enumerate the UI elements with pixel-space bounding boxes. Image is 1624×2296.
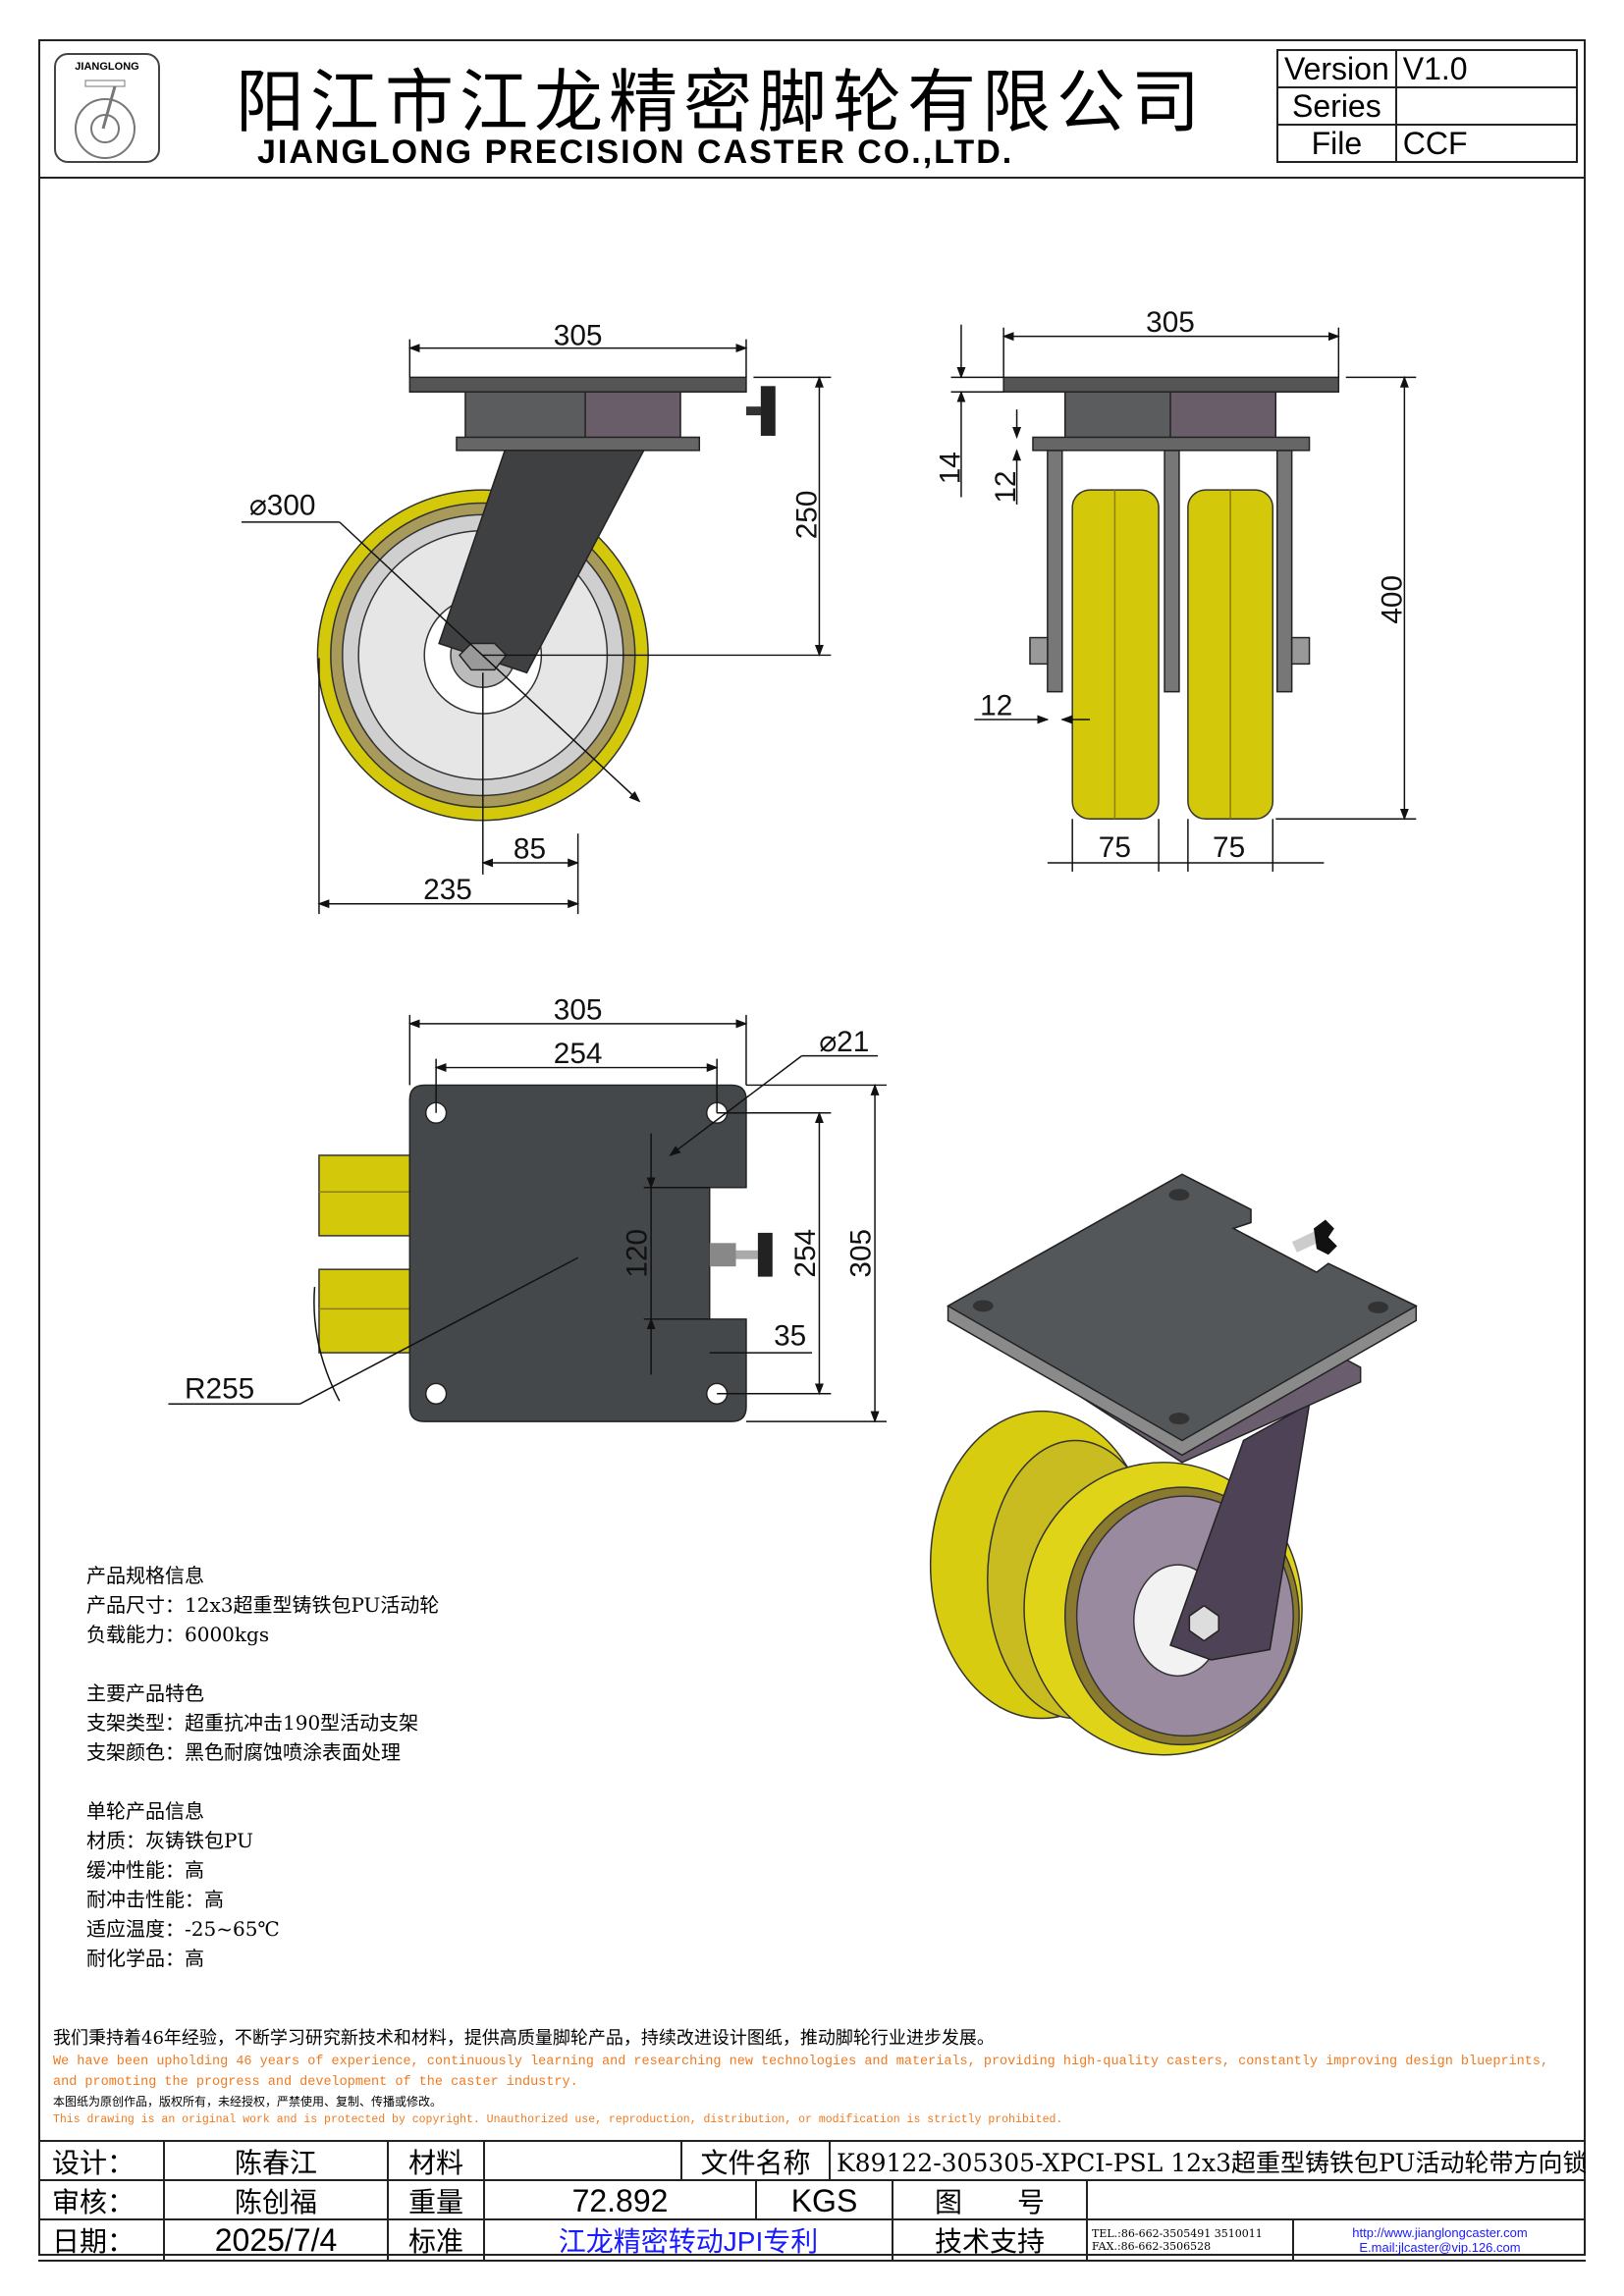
- dim-plate-thickness: 14: [934, 452, 966, 484]
- spec-section-title: 产品规格信息: [86, 1564, 204, 1587]
- fax: FAX.:86-662-3506528: [1092, 2240, 1212, 2253]
- series-label: Series: [1276, 86, 1397, 126]
- dim-side-width: 305: [1146, 306, 1195, 339]
- dim-total-height: 400: [1376, 575, 1408, 624]
- dim-plate-width: 305: [554, 993, 603, 1026]
- front-fork-leg: [438, 450, 645, 674]
- company-name-cn: 阳江市江龙精密脚轮有限公司: [236, 62, 1206, 142]
- dim-flange-thickness: 12: [990, 471, 1022, 504]
- weight-unit: KGS: [757, 2181, 893, 2220]
- spec-line: 缓冲性能：高: [86, 1858, 204, 1882]
- dim-swivel-offset: 85: [514, 833, 546, 866]
- copyright-en: This drawing is an original work and is …: [53, 2113, 1063, 2126]
- copyright-cn: 本图纸为原创作品，版权所有，未经授权，严禁使用、复制、传播或修改。: [53, 2095, 443, 2109]
- front-view: 305 ⌀300 250 85 235: [241, 320, 832, 915]
- website-link[interactable]: http://www.jianglongcaster.com: [1352, 2225, 1528, 2240]
- drawing-frame: [38, 39, 1586, 2256]
- drawing-no-value: [1088, 2181, 1586, 2220]
- axle-nut-icon: [1188, 1604, 1219, 1642]
- date-value: 2025/7/4: [165, 2220, 389, 2260]
- weight-value: 72.892: [485, 2181, 757, 2220]
- file-value: CCF: [1394, 124, 1578, 163]
- spec-section-title: 单轮产品信息: [86, 1799, 204, 1823]
- mission-statement: 我们秉持着46年经验，不断学习研究新技术和材料，提供高质量脚轮产品，持续改进设计…: [53, 2026, 1548, 2130]
- filename-label: 文件名称: [682, 2142, 831, 2181]
- spec-line: 材质：灰铸铁包PU: [86, 1829, 253, 1852]
- tel: TEL.:86-662-3505491 3510011: [1092, 2227, 1263, 2240]
- dim-swivel-radius-r: R255: [185, 1372, 254, 1405]
- designer-name: 陈春江: [165, 2142, 389, 2181]
- version-label: Version: [1276, 49, 1397, 88]
- standard-value: 江龙精密转动JPI专利: [485, 2220, 893, 2260]
- product-specs: 产品规格信息 产品尺寸：12x3超重型铸铁包PU活动轮 负载能力：6000kgs…: [86, 1561, 439, 1973]
- series-value: [1394, 86, 1578, 126]
- date-label: 日期：: [38, 2220, 165, 2260]
- dim-hole-span-h: 254: [554, 1038, 603, 1070]
- dim-plate-depth: 305: [845, 1229, 878, 1278]
- spec-line: 支架类型：超重抗冲击190型活动支架: [86, 1711, 419, 1735]
- dim-slot: 120: [622, 1229, 654, 1278]
- filename-value: K89122-305305-XPCI-PSL 12x3超重型铸铁包PU活动轮带方…: [837, 2149, 1586, 2177]
- spec-line: 负载能力：6000kgs: [86, 1623, 270, 1646]
- dim-hole-diameter: ⌀21: [819, 1026, 869, 1058]
- dim-front-height: 250: [790, 491, 823, 540]
- lock-knob-icon: [757, 1232, 773, 1277]
- title-row-design: 设计： 陈春江 材料 文件名称 K89122-305305-XPCI-PSL 1…: [38, 2140, 1586, 2181]
- support-label: 技术支持: [893, 2220, 1088, 2260]
- dim-swivel-radius: 235: [423, 874, 472, 906]
- top-view: 305 254 ⌀21 120 254 305 35 R255: [168, 993, 887, 1423]
- spec-line: 耐化学品：高: [86, 1947, 204, 1970]
- spec-line: 耐冲击性能：高: [86, 1888, 224, 1911]
- weight-label: 重量: [389, 2181, 485, 2220]
- dim-wheel-width-left: 75: [1099, 831, 1131, 864]
- dim-hole-span-v: 254: [789, 1229, 822, 1278]
- lock-knob-icon: [1314, 1219, 1337, 1255]
- file-label: File: [1276, 124, 1397, 163]
- isometric-view: [929, 1173, 1418, 1756]
- company-logo: JIANGLONG: [54, 53, 160, 163]
- mission-cn: 我们秉持着46年经验，不断学习研究新技术和材料，提供高质量脚轮产品，持续改进设计…: [53, 2028, 995, 2049]
- mission-en-1: We have been upholding 46 years of exper…: [53, 2055, 1549, 2069]
- email-link[interactable]: E.mail:jlcaster@vip.126.com: [1359, 2240, 1521, 2255]
- dim-notch: 35: [774, 1320, 806, 1353]
- material-label: 材料: [389, 2142, 485, 2181]
- dim-wheel-diameter: ⌀300: [249, 489, 316, 521]
- iso-top-plate: [947, 1173, 1418, 1442]
- spec-section-title: 主要产品特色: [86, 1682, 204, 1705]
- dim-fork-gap: 12: [980, 690, 1012, 722]
- version-value: V1.0: [1394, 49, 1578, 88]
- material-value: [485, 2142, 682, 2181]
- dim-front-width: 305: [554, 320, 603, 352]
- reviewer-name: 陈创福: [165, 2181, 389, 2220]
- title-row-review: 审核： 陈创福 重量 72.892 KGS 图 号: [38, 2179, 1586, 2220]
- company-name-en: JIANGLONG PRECISION CASTER CO.,LTD.: [257, 133, 1014, 171]
- logo-text: JIANGLONG: [75, 61, 139, 73]
- design-label: 设计：: [38, 2142, 165, 2181]
- axle-nut-icon: [458, 642, 508, 671]
- spec-line: 适应温度：-25~65℃: [86, 1917, 280, 1941]
- header-divider: [38, 177, 1586, 179]
- standard-label: 标准: [389, 2220, 485, 2260]
- title-row-date: 日期： 2025/7/4 标准 江龙精密转动JPI专利 技术支持 TEL.:86…: [38, 2218, 1586, 2262]
- spec-line: 产品尺寸：12x3超重型铸铁包PU活动轮: [86, 1593, 440, 1617]
- side-view: 305 400 14 12 12 75 75: [934, 306, 1417, 872]
- spec-line: 支架颜色：黑色耐腐蚀喷涂表面处理: [86, 1740, 401, 1764]
- mission-en-2: and promoting the progress and developme…: [53, 2075, 578, 2090]
- caster-logo-icon: [75, 80, 135, 159]
- dim-wheel-width-right: 75: [1213, 831, 1245, 864]
- front-top-plate: [408, 376, 747, 394]
- top-plate: [408, 1084, 747, 1422]
- drawing-no-label: 图 号: [893, 2181, 1088, 2220]
- side-top-plate: [1002, 376, 1340, 394]
- lock-knob-icon: [760, 386, 776, 436]
- review-label: 审核：: [38, 2181, 165, 2220]
